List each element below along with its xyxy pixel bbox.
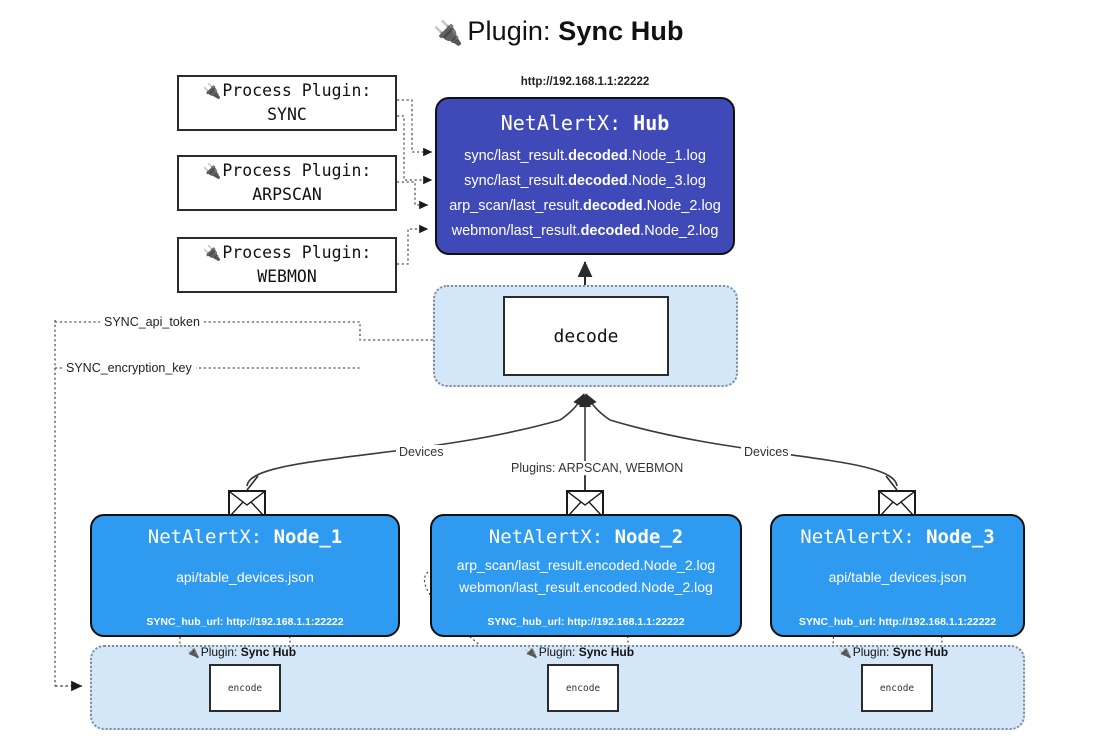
log-pre: arp_scan/last_result. [449,198,583,214]
log-post: .Node_3.log [627,173,706,189]
node-line: api/table_devices.json [828,569,967,585]
hub-title: NetAlertX: Hub [437,111,733,135]
node-title-prefix: NetAlertX: [488,526,604,548]
plug-icon: 🔌 [202,82,222,101]
node-line: webmon/last_result.encoded.Node_2.log [459,579,713,595]
decode-box[interactable]: decode [503,296,669,376]
process-plugin-name: ARPSCAN [252,185,322,204]
node-title: NetAlertX: Node_2 [432,526,740,548]
encode-plugin-name: Sync Hub [892,645,949,659]
log-mid: decoded [568,148,628,164]
page-title: 🔌Plugin: Sync Hub [0,16,1117,47]
label-sync-api-token: SYNC_api_token [100,315,204,329]
process-plugin-box-webmon[interactable]: 🔌Process Plugin: WEBMON [177,237,397,293]
encode-plugin-name: Sync Hub [240,645,297,659]
plug-icon: 🔌 [186,647,200,659]
node-box-node-3[interactable]: NetAlertX: Node_3 api/table_devices.json… [770,514,1025,637]
log-pre: sync/last_result. [464,173,569,189]
plug-icon: 🔌 [524,647,538,659]
node-title-name: Node_3 [926,526,995,548]
process-plugin-name: WEBMON [257,267,317,286]
node-title: NetAlertX: Node_3 [772,526,1023,548]
page-title-prefix: Plugin: [467,16,551,46]
process-plugin-name: SYNC [267,105,307,124]
process-plugin-label: Process Plugin: [222,81,372,101]
wire-arpscan-to-log3 [397,181,429,210]
node-lines: arp_scan/last_result.encoded.Node_2.log … [432,554,740,598]
encode-plugin-prefix: Plugin: [852,645,890,659]
edge-label-devices-left: Devices [396,445,447,459]
log-pre: sync/last_result. [464,148,569,164]
node-lines: api/table_devices.json [772,566,1023,588]
log-mid: decoded [580,223,641,239]
node-lines: api/table_devices.json [92,566,398,588]
node-title-prefix: NetAlertX: [147,526,263,548]
stem-node1 [246,475,259,491]
hub-url-label: http://192.168.1.1:22222 [520,76,650,88]
hub-log-line: webmon/last_result.decoded.Node_2.log [437,219,733,244]
wire-node3-to-decode [585,393,898,487]
encode-plugin-label-2: 🔌Plugin: Sync Hub [524,645,634,659]
label-sync-encryption-key: SYNC_encryption_key [62,361,196,375]
process-plugin-box-arpscan[interactable]: 🔌Process Plugin: ARPSCAN [177,155,397,211]
node-box-node-2[interactable]: NetAlertX: Node_2 arp_scan/last_result.e… [430,514,742,637]
encode-plugin-label-1: 🔌Plugin: Sync Hub [186,645,296,659]
plug-icon: 🔌 [433,20,464,47]
node-box-node-1[interactable]: NetAlertX: Node_1 api/table_devices.json… [90,514,400,637]
wire-node2-to-encode [424,571,527,685]
encode-box-node-1[interactable]: encode [209,664,281,712]
wire-sync-to-log1 [397,99,433,157]
node-title-prefix: NetAlertX: [800,526,915,548]
page-title-name: Sync Hub [558,16,684,46]
node-hub-url: SYNC_hub_url: http://192.168.1.1:22222 [146,616,344,628]
node-line: arp_scan/last_result.encoded.Node_2.log [456,557,716,573]
node-hub-url: SYNC_hub_url: http://192.168.1.1:22222 [487,616,685,628]
node-title-name: Node_1 [273,526,343,548]
wire-webmon-to-log4 [397,224,429,265]
plug-icon: 🔌 [202,162,222,181]
hub-log-line: sync/last_result.decoded.Node_1.log [437,144,733,169]
wire-api-token-to-decode [55,321,497,345]
edge-label-plugins: Plugins: ARPSCAN, WEBMON [508,461,687,475]
wire-node1-to-decode [246,393,585,487]
hub-log-line: arp_scan/last_result.decoded.Node_2.log [437,194,733,219]
log-post: .Node_2.log [640,223,719,239]
hub-log-line: sync/last_result.decoded.Node_3.log [437,169,733,194]
log-mid: decoded [582,198,643,214]
encode-box-node-2[interactable]: encode [547,664,619,712]
wire-sync-to-log2 [397,115,433,185]
node-line: api/table_devices.json [176,569,314,585]
node-title-name: Node_2 [614,526,684,548]
process-plugin-label: Process Plugin: [222,243,372,263]
log-pre: webmon/last_result. [451,223,581,239]
hub-log-list: sync/last_result.decoded.Node_1.log sync… [437,144,733,244]
hub-title-prefix: NetAlertX: [500,111,622,135]
edge-label-devices-right: Devices [741,445,792,459]
node-hub-url: SYNC_hub_url: http://192.168.1.1:22222 [798,616,997,628]
log-post: .Node_2.log [642,198,721,214]
log-mid: decoded [568,173,628,189]
process-plugin-label: Process Plugin: [222,161,372,181]
encode-plugin-prefix: Plugin: [538,645,576,659]
plug-icon: 🔌 [202,244,222,263]
process-plugin-box-sync[interactable]: 🔌Process Plugin: SYNC [177,75,397,131]
hub-title-name: Hub [633,111,670,135]
encode-box-node-3[interactable]: encode [861,664,933,712]
envelope-icon [228,490,266,518]
log-post: .Node_1.log [627,148,706,164]
stem-node3 [885,475,898,491]
plug-icon: 🔌 [838,647,852,659]
encode-plugin-label-3: 🔌Plugin: Sync Hub [838,645,948,659]
encode-plugin-prefix: Plugin: [200,645,238,659]
encode-plugin-name: Sync Hub [578,645,635,659]
node-title: NetAlertX: Node_1 [92,526,398,548]
hub-node[interactable]: NetAlertX: Hub sync/last_result.decoded.… [435,97,735,255]
